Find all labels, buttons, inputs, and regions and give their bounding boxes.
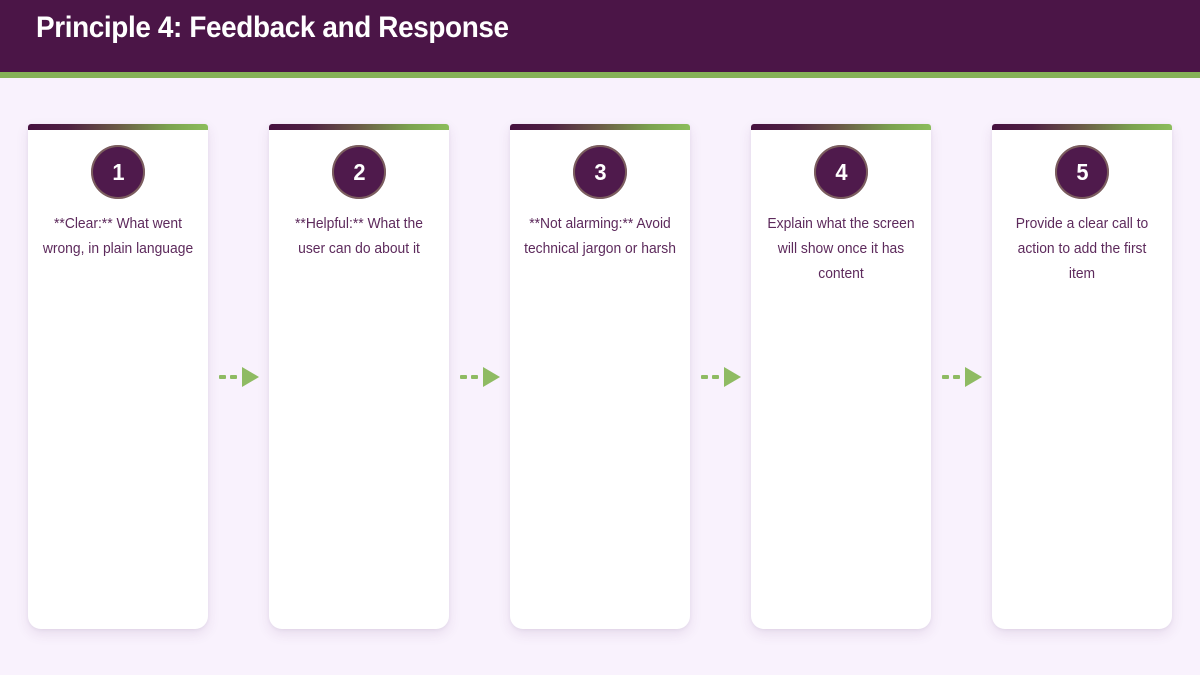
arrow-dash-segment	[218, 375, 226, 379]
arrow-dash-segment	[941, 375, 949, 379]
step-connector-1	[208, 124, 269, 629]
step-description: Provide a clear call to action to add th…	[1015, 216, 1149, 282]
step-card-3[interactable]: 3 **Not alarming:** Avoid technical jarg…	[510, 124, 690, 629]
arrow-dash-segment	[952, 375, 960, 379]
step-slot-2: 2 **Helpful:** What the user can do abou…	[269, 124, 449, 629]
step-card-5[interactable]: 5 Provide a clear call to action to add …	[992, 124, 1172, 629]
arrow-dash-segment	[470, 375, 478, 379]
step-number-badge: 1	[91, 145, 145, 199]
step-number-badge: 5	[1055, 145, 1109, 199]
step-number-label: 5	[1075, 158, 1089, 185]
step-number-label: 2	[352, 158, 366, 185]
dashed-arrow-right-icon	[218, 367, 259, 387]
arrow-head	[723, 367, 741, 387]
arrow-head	[482, 367, 500, 387]
step-number-label: 4	[834, 158, 848, 185]
page-title: Principle 4: Feedback and Response	[36, 11, 509, 44]
step-description: **Not alarming:** Avoid technical jargon…	[524, 216, 676, 257]
step-number-label: 3	[593, 158, 607, 185]
card-accent-bar	[28, 124, 208, 130]
arrow-head	[964, 367, 982, 387]
arrow-head	[241, 367, 259, 387]
step-description: Explain what the screen will show once i…	[767, 216, 915, 282]
card-accent-bar	[510, 124, 690, 130]
arrow-dash-segment	[229, 375, 237, 379]
step-slot-4: 4 Explain what the screen will show once…	[751, 124, 931, 629]
header-accent-bar	[0, 72, 1200, 78]
step-description: **Clear:** What went wrong, in plain lan…	[42, 216, 194, 257]
card-accent-bar	[269, 124, 449, 130]
step-number-badge: 2	[332, 145, 386, 199]
step-number-badge: 4	[814, 145, 868, 199]
arrow-dash-segment	[700, 375, 708, 379]
process-steps-row: 1 **Clear:** What went wrong, in plain l…	[28, 124, 1172, 629]
slide-header: Principle 4: Feedback and Response	[0, 0, 1200, 72]
step-card-1[interactable]: 1 **Clear:** What went wrong, in plain l…	[28, 124, 208, 629]
card-accent-bar	[751, 124, 931, 130]
step-card-4[interactable]: 4 Explain what the screen will show once…	[751, 124, 931, 629]
step-connector-4	[931, 124, 992, 629]
step-number-badge: 3	[573, 145, 627, 199]
step-number-label: 1	[111, 158, 125, 185]
step-slot-1: 1 **Clear:** What went wrong, in plain l…	[28, 124, 208, 629]
arrow-dash-segment	[711, 375, 719, 379]
step-connector-2	[449, 124, 510, 629]
step-card-2[interactable]: 2 **Helpful:** What the user can do abou…	[269, 124, 449, 629]
dashed-arrow-right-icon	[941, 367, 982, 387]
step-slot-3: 3 **Not alarming:** Avoid technical jarg…	[510, 124, 690, 629]
arrow-dash-segment	[459, 375, 467, 379]
card-accent-bar	[992, 124, 1172, 130]
step-slot-5: 5 Provide a clear call to action to add …	[992, 124, 1172, 629]
step-description: **Helpful:** What the user can do about …	[295, 216, 423, 257]
step-connector-3	[690, 124, 751, 629]
dashed-arrow-right-icon	[459, 367, 500, 387]
dashed-arrow-right-icon	[700, 367, 741, 387]
